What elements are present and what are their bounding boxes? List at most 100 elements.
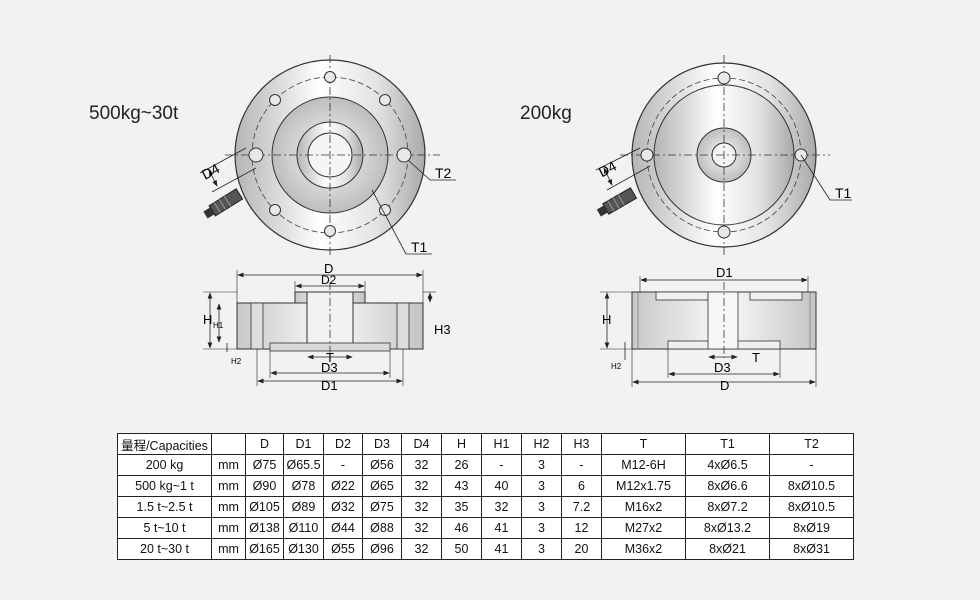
table-cell: 8xØ21 <box>685 538 770 560</box>
table-cell: 32 <box>481 496 522 518</box>
label-d3-right: D3 <box>714 360 731 375</box>
table-cell: 8xØ19 <box>769 517 854 539</box>
table-cell: M36x2 <box>601 538 686 560</box>
table-cell: 26 <box>441 454 482 476</box>
table-cell: Ø65 <box>362 475 402 497</box>
table-cell: Ø130 <box>283 538 324 560</box>
table-cell: M12x1.75 <box>601 475 686 497</box>
right-top-view <box>595 55 852 255</box>
table-cell: 3 <box>521 475 562 497</box>
table-cell: mm <box>211 454 246 476</box>
table-cell: Ø89 <box>283 496 324 518</box>
table-cell: 8xØ10.5 <box>769 496 854 518</box>
label-d1: D1 <box>321 378 338 393</box>
cable-connector <box>596 187 638 217</box>
header-cell: D3 <box>362 433 402 455</box>
bolt-bore <box>396 302 410 350</box>
spec-table: 量程/Capacities D D1 D2 D3 D4 H H1 H2 H3 T… <box>117 433 854 560</box>
header-cell: H <box>441 433 482 455</box>
table-cell: 8xØ31 <box>769 538 854 560</box>
bolt-hole <box>717 225 731 239</box>
header-cell <box>211 433 246 455</box>
label-d4: D4 <box>199 160 223 183</box>
bolt-bore <box>250 302 264 350</box>
header-cell: D2 <box>323 433 363 455</box>
label-d3: D3 <box>321 360 338 375</box>
table-cell: - <box>323 454 363 476</box>
table-cell: 12 <box>561 517 602 539</box>
bolt-hole <box>379 94 391 106</box>
table-cell: Ø78 <box>283 475 324 497</box>
table-cell: Ø110 <box>283 517 324 539</box>
table-cell: Ø105 <box>245 496 284 518</box>
bolt-hole <box>324 225 336 237</box>
table-cell: 8xØ10.5 <box>769 475 854 497</box>
header-cell: D4 <box>401 433 442 455</box>
bolt-hole <box>269 204 281 216</box>
left-side-view <box>203 270 436 386</box>
table-cell: 43 <box>441 475 482 497</box>
header-cell: T <box>601 433 686 455</box>
bolt-hole <box>396 147 412 163</box>
label-d2: D2 <box>321 273 337 287</box>
table-cell: 8xØ7.2 <box>685 496 770 518</box>
table-cell: mm <box>211 538 246 560</box>
table-cell: 5 t~10 t <box>117 517 212 539</box>
bolt-hole <box>717 71 731 85</box>
table-cell: mm <box>211 475 246 497</box>
center-bore <box>707 291 739 350</box>
table-cell: Ø75 <box>245 454 284 476</box>
table-cell: 8xØ6.6 <box>685 475 770 497</box>
bolt-hole <box>324 71 336 83</box>
cable-connector <box>203 188 244 219</box>
label-h-right: H <box>602 312 611 327</box>
table-cell: Ø138 <box>245 517 284 539</box>
bolt-hole <box>640 148 654 162</box>
label-t2: T2 <box>435 165 452 181</box>
table-cell: Ø88 <box>362 517 402 539</box>
left-caption: 500kg~30t <box>89 103 179 124</box>
header-cell: T1 <box>685 433 770 455</box>
table-cell: 3 <box>521 517 562 539</box>
header-cell: H1 <box>481 433 522 455</box>
table-cell: 35 <box>441 496 482 518</box>
table-cell: 32 <box>401 538 442 560</box>
label-d-right: D <box>720 378 729 393</box>
header-cell: H3 <box>561 433 602 455</box>
table-cell: 20 <box>561 538 602 560</box>
label-t1-right: T1 <box>835 185 852 201</box>
label-d1-right: D1 <box>716 265 733 280</box>
label-h1: H1 <box>213 321 224 330</box>
table-cell: Ø55 <box>323 538 363 560</box>
table-cell: 500 kg~1 t <box>117 475 212 497</box>
table-cell: 6 <box>561 475 602 497</box>
table-cell: M27x2 <box>601 517 686 539</box>
header-cell: D <box>245 433 284 455</box>
table-header-row: 量程/Capacities D D1 D2 D3 D4 H H1 H2 H3 T… <box>117 433 854 455</box>
label-h: H <box>203 312 212 327</box>
table-cell: 8xØ13.2 <box>685 517 770 539</box>
table-cell: 3 <box>521 496 562 518</box>
table-cell: Ø75 <box>362 496 402 518</box>
table-cell: mm <box>211 517 246 539</box>
technical-drawing: D4 T2 T1 D D <box>199 55 852 393</box>
label-h2: H2 <box>231 357 242 366</box>
table-cell: 41 <box>481 538 522 560</box>
table-cell: 46 <box>441 517 482 539</box>
table-cell: 32 <box>401 517 442 539</box>
label-d4-right: D4 <box>596 158 620 181</box>
table-cell: 4xØ6.5 <box>685 454 770 476</box>
right-caption: 200kg <box>520 103 572 124</box>
left-top-view <box>199 55 456 258</box>
table-cell: 32 <box>401 475 442 497</box>
table-cell: Ø22 <box>323 475 363 497</box>
label-t1: T1 <box>411 239 428 255</box>
header-cell: D1 <box>283 433 324 455</box>
table-cell: M16x2 <box>601 496 686 518</box>
table-cell: - <box>561 454 602 476</box>
table-cell: 32 <box>401 454 442 476</box>
